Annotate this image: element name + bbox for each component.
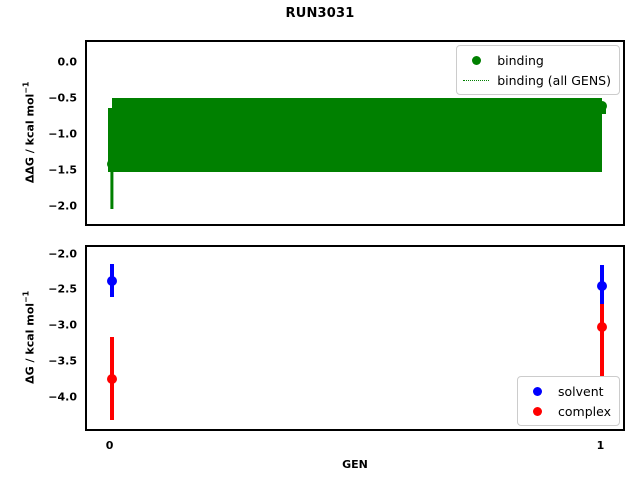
bottom-y-ticklabel: −3.0 bbox=[48, 318, 77, 332]
bottom-x-ticklabel: 1 bbox=[596, 439, 605, 452]
top-y-tick bbox=[85, 207, 87, 209]
bottom-y-ticklabel: −2.5 bbox=[48, 282, 77, 296]
top-y-ticklabel: −1.5 bbox=[48, 163, 77, 177]
top-panel-y-axis-label: ΔΔG / kcal mol−1 bbox=[21, 81, 37, 184]
binding-errorbar bbox=[109, 159, 114, 210]
bottom-panel-y-axis-label: ΔG / kcal mol−1 bbox=[21, 290, 37, 384]
bottom-y-tick bbox=[85, 398, 87, 400]
bottom-y-tick bbox=[85, 326, 87, 328]
binding-all-gens-line-icon bbox=[463, 73, 490, 87]
bottom-y-tick bbox=[85, 254, 87, 256]
binding-data-point bbox=[597, 101, 608, 112]
legend-item-binding-all-gens[interactable]: binding (all GENS) bbox=[463, 70, 611, 90]
bottom-panel-legend[interactable]: solvent complex bbox=[517, 376, 620, 426]
complex-data-point bbox=[597, 322, 608, 333]
legend-item-binding[interactable]: binding bbox=[463, 50, 611, 70]
top-panel-legend[interactable]: binding binding (all GENS) bbox=[456, 45, 620, 95]
top-y-tick bbox=[85, 63, 87, 65]
complex-marker-icon bbox=[524, 404, 550, 418]
page-title: RUN3031 bbox=[285, 6, 355, 21]
legend-label-binding: binding bbox=[497, 52, 544, 68]
complex-data-point bbox=[106, 373, 117, 384]
top-panel-axes: binding binding (all GENS) bbox=[85, 40, 625, 226]
binding-all-gens-envelope bbox=[111, 97, 603, 173]
solvent-marker-icon bbox=[524, 384, 550, 398]
solvent-data-point bbox=[106, 275, 117, 286]
bottom-y-ticklabel: −3.5 bbox=[48, 354, 77, 368]
bottom-y-ticklabel: −2.0 bbox=[48, 247, 77, 261]
bottom-x-ticklabel: 0 bbox=[105, 439, 114, 452]
top-y-ticklabel: 0.0 bbox=[57, 55, 78, 69]
legend-label-solvent: solvent bbox=[558, 383, 604, 399]
bottom-x-tick bbox=[110, 429, 112, 431]
binding-data-point bbox=[106, 158, 117, 169]
top-y-ticklabel: −1.0 bbox=[48, 127, 77, 141]
bottom-y-ticklabel: −4.0 bbox=[48, 390, 77, 404]
top-y-tick bbox=[85, 99, 87, 101]
bottom-y-tick bbox=[85, 362, 87, 364]
legend-label-binding-all-gens: binding (all GENS) bbox=[497, 72, 611, 88]
binding-marker-icon bbox=[463, 53, 489, 67]
top-y-ticklabel: −2.0 bbox=[48, 199, 77, 213]
bottom-y-tick bbox=[85, 290, 87, 292]
legend-label-complex: complex bbox=[558, 403, 611, 419]
legend-item-complex[interactable]: complex bbox=[524, 401, 611, 421]
legend-item-solvent[interactable]: solvent bbox=[524, 381, 611, 401]
bottom-panel-axes: solvent complex bbox=[85, 245, 625, 431]
top-y-tick bbox=[85, 135, 87, 137]
bottom-x-tick bbox=[601, 429, 603, 431]
solvent-data-point bbox=[597, 280, 608, 291]
top-x-tick bbox=[110, 224, 112, 226]
binding-all-gens-left-spur bbox=[107, 108, 114, 172]
complex-errorbar bbox=[600, 266, 605, 376]
top-x-tick bbox=[601, 224, 603, 226]
top-y-ticklabel: −0.5 bbox=[48, 91, 77, 105]
bottom-panel-x-axis-label: GEN bbox=[342, 458, 368, 471]
top-y-tick bbox=[85, 171, 87, 173]
